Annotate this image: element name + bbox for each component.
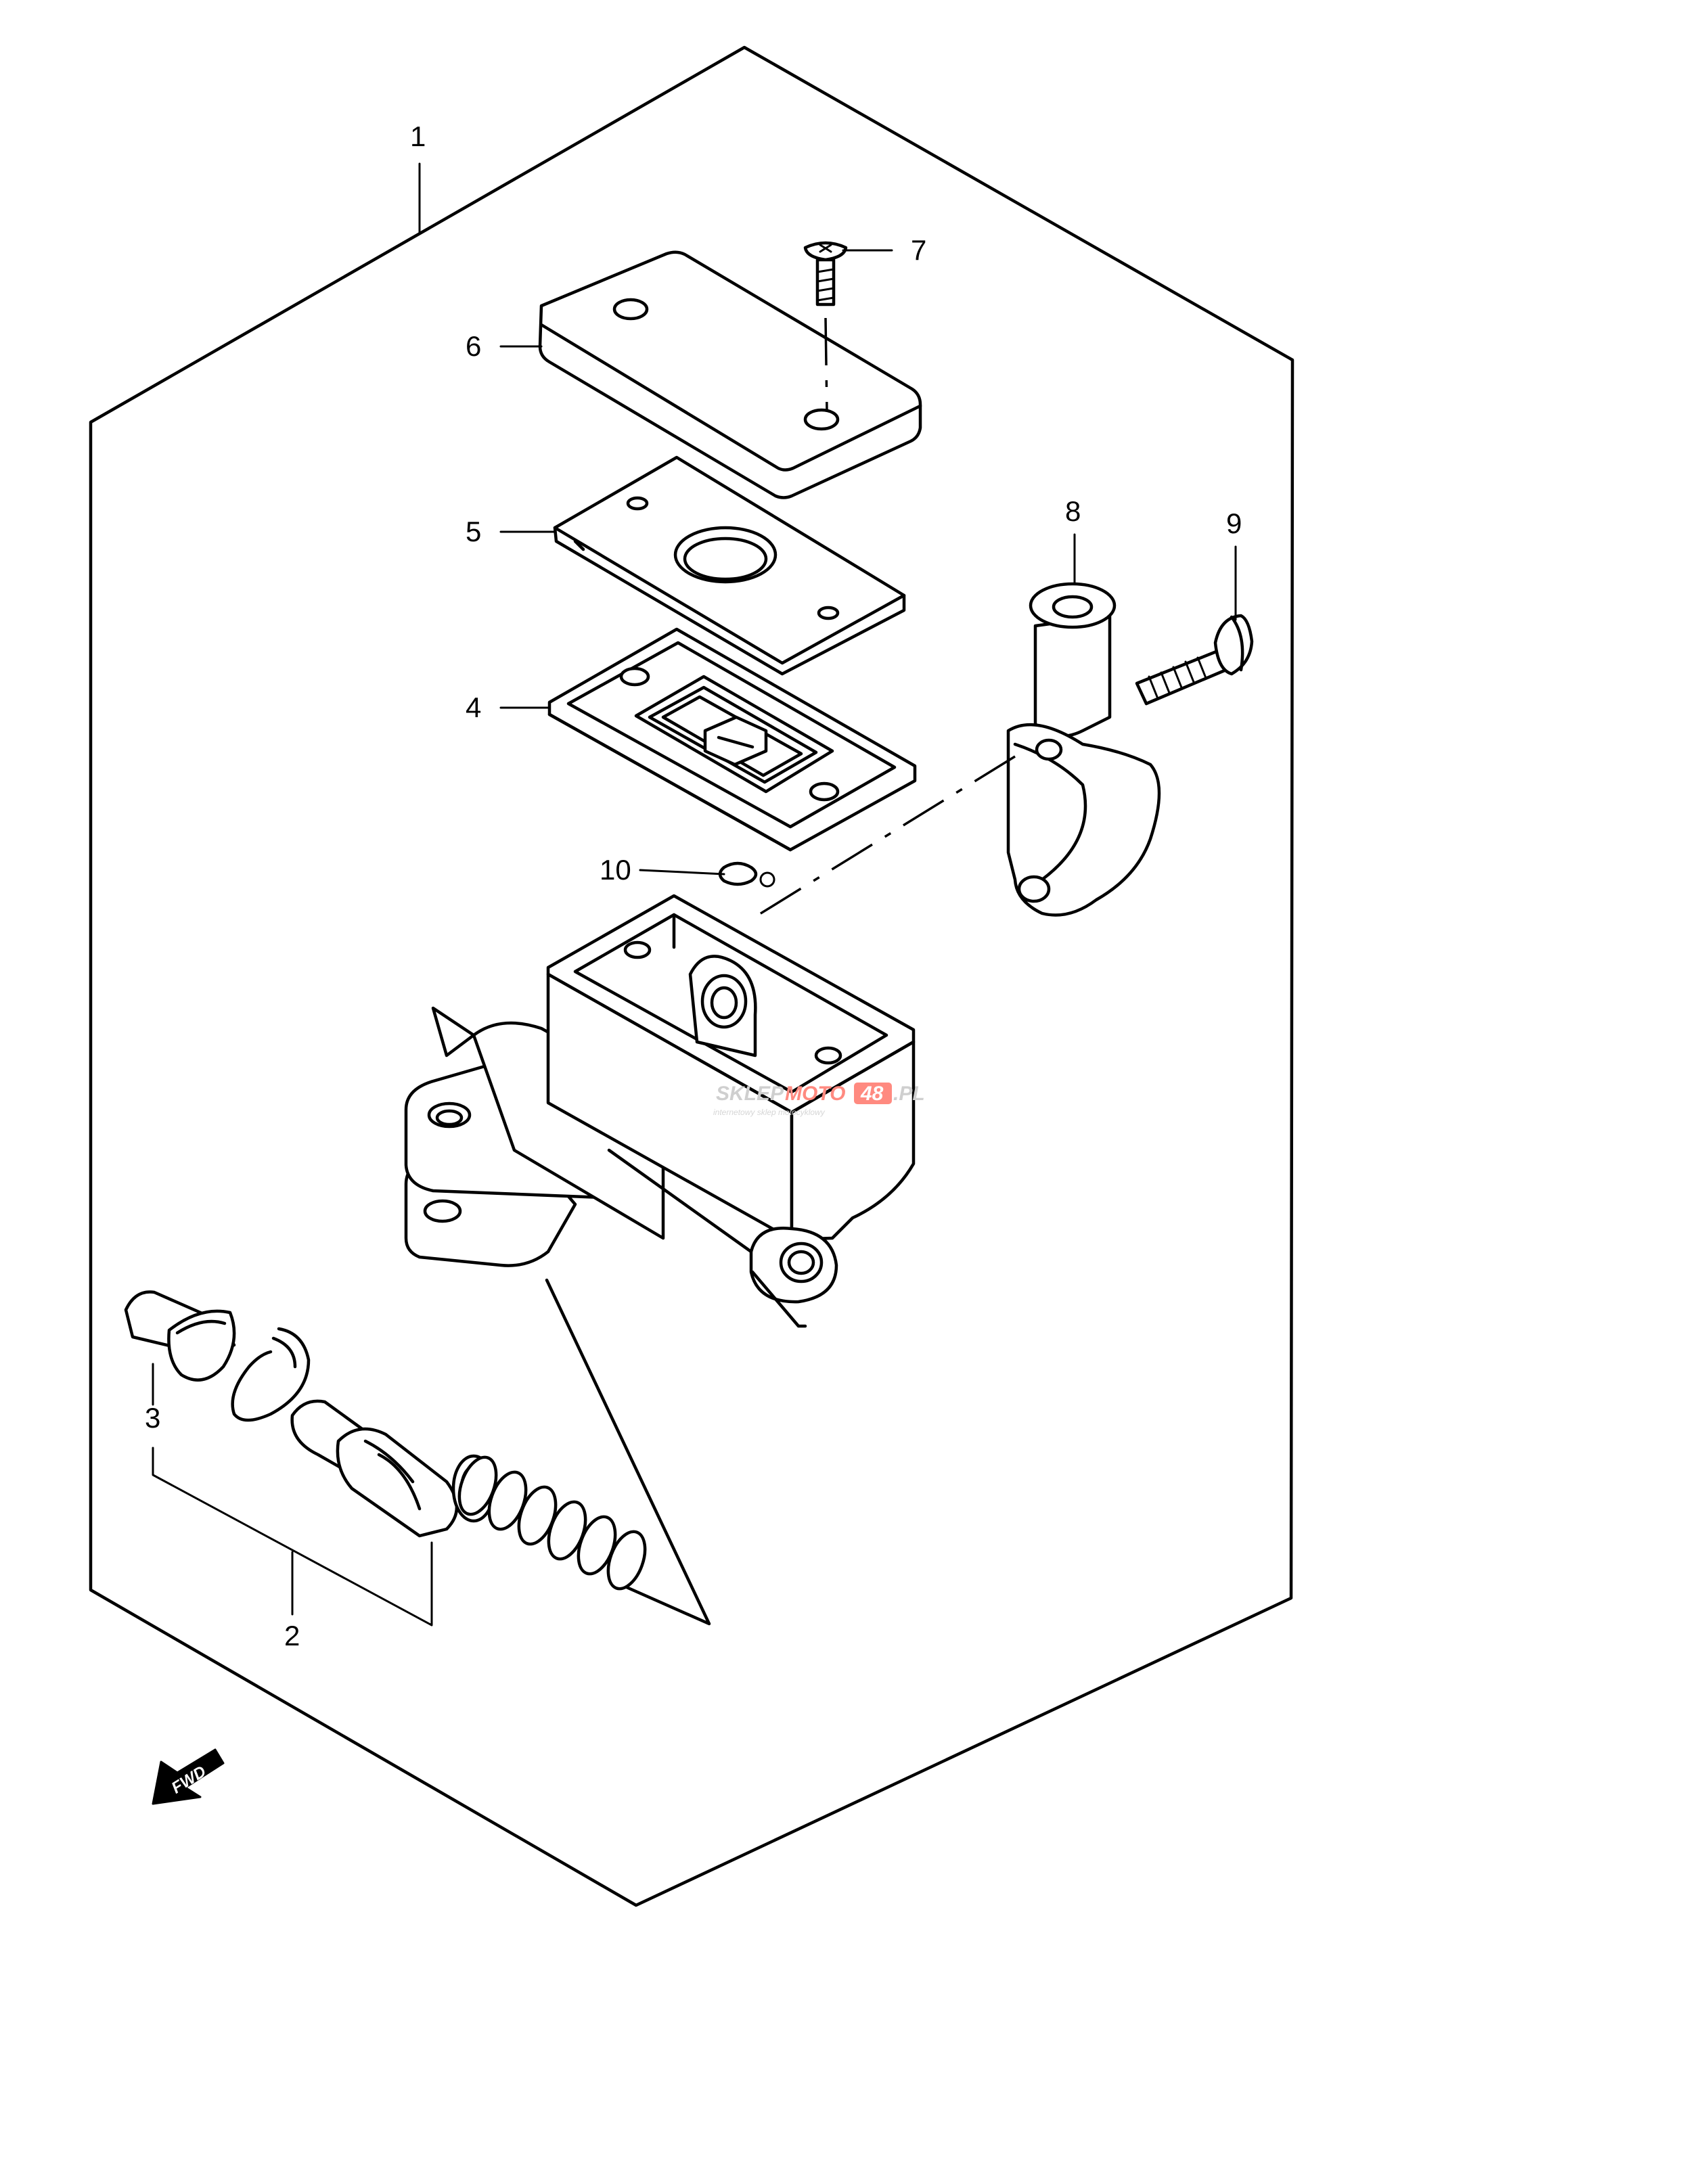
return-spring xyxy=(457,1455,647,1591)
leader-dashed xyxy=(824,317,828,412)
part-4-reservoir-diaphragm xyxy=(547,627,917,852)
callout-9: 9 xyxy=(1226,507,1242,539)
watermark-brand-red: MOTO xyxy=(785,1083,845,1105)
callout-leaders xyxy=(152,162,1237,1626)
callout-4: 4 xyxy=(466,691,481,723)
part-9-clamp-bolt xyxy=(1135,614,1254,706)
callout-6: 6 xyxy=(466,330,481,362)
watermark-brand-gray: SKLEP xyxy=(716,1083,784,1105)
part-7-cap-screw xyxy=(803,241,848,306)
watermark-tagline: internetowy sklep motocyklowy xyxy=(713,1108,826,1117)
callout-8: 8 xyxy=(1065,495,1081,527)
part-10-small-clip xyxy=(718,861,775,888)
fwd-arrow-icon: FWD xyxy=(152,1748,225,1805)
part-8-handlebar-clamp xyxy=(1006,582,1161,917)
watermark-domain: .PL xyxy=(893,1083,925,1105)
callout-5: 5 xyxy=(466,516,481,547)
callout-3: 3 xyxy=(145,1402,160,1434)
callout-1: 1 xyxy=(410,120,426,152)
watermark-badge: 48 xyxy=(860,1083,884,1105)
part-5-diaphragm-plate xyxy=(553,455,906,676)
watermark-logo: SKLEP MOTO 48 .PL internetowy sklep moto… xyxy=(713,1083,925,1117)
callout-2: 2 xyxy=(284,1620,300,1652)
callout-10: 10 xyxy=(600,854,631,886)
part-6-reservoir-cap xyxy=(538,250,922,499)
piston-assembly xyxy=(290,1399,496,1538)
part-3-dust-boot xyxy=(124,1290,236,1382)
master-cylinder-body xyxy=(404,894,916,1328)
circlip-ring xyxy=(231,1327,311,1422)
callout-7: 7 xyxy=(911,234,926,266)
assembly-outline xyxy=(89,45,1294,1907)
projection-lines xyxy=(545,755,1016,1626)
